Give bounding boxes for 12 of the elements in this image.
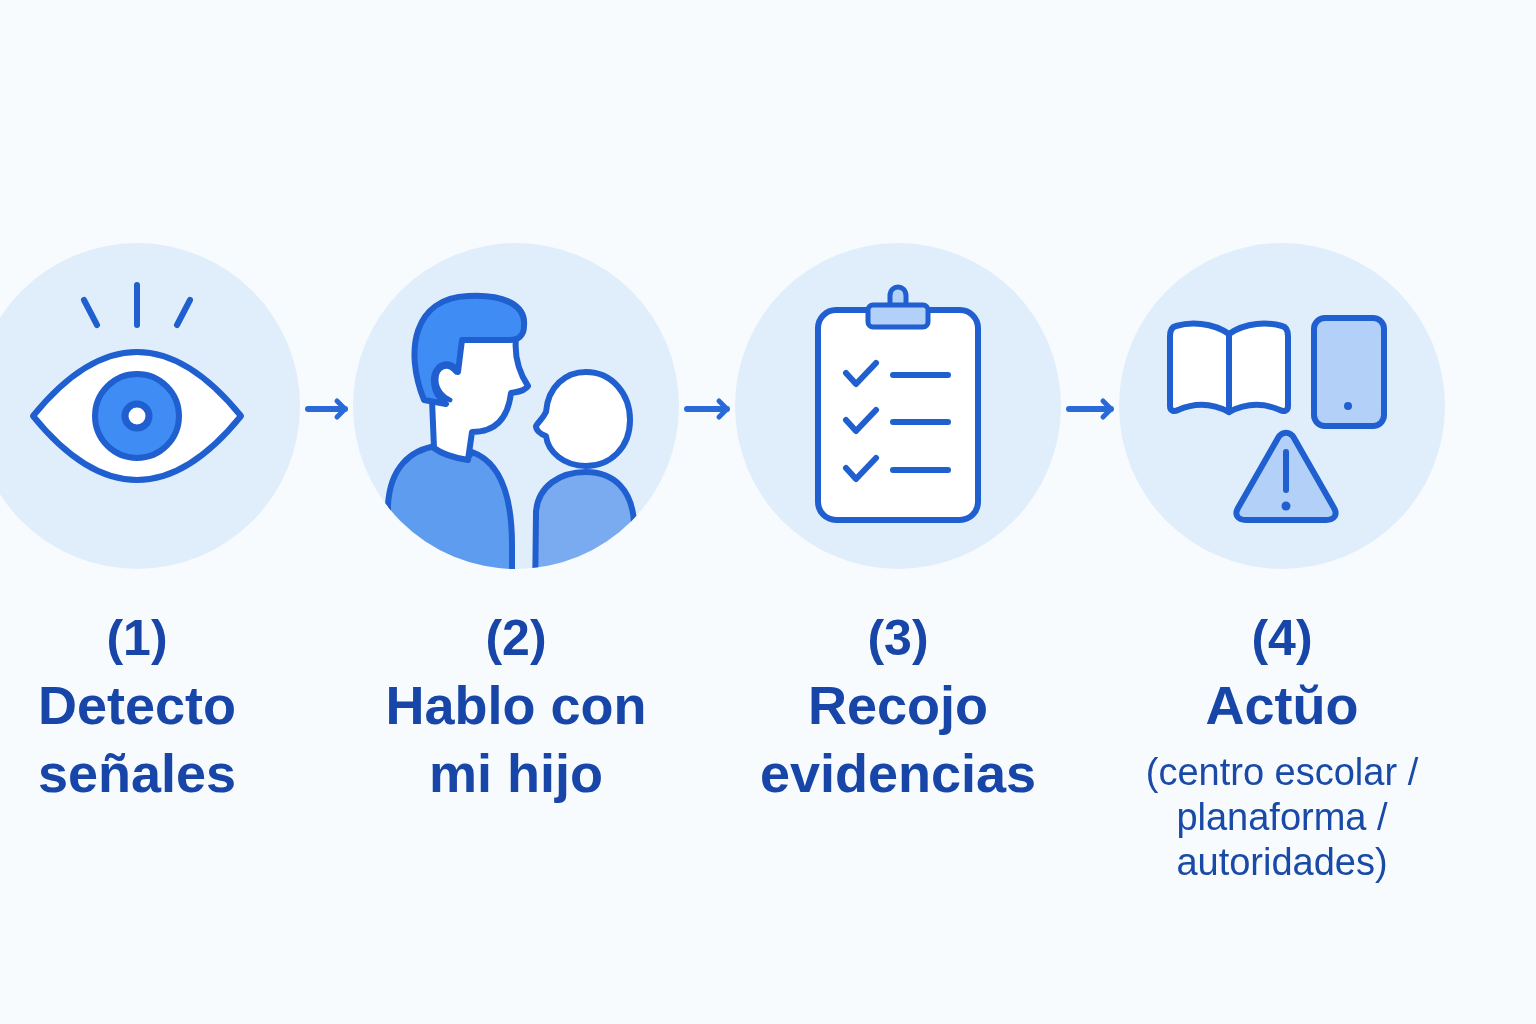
step-number: (4)	[1251, 609, 1313, 668]
arrow	[684, 398, 730, 420]
step-number: (3)	[867, 609, 929, 668]
step-description: (centro escolar / planaforma / autoridades)	[1144, 750, 1420, 885]
step-title: Actŭo	[1205, 674, 1359, 737]
arrow	[305, 398, 348, 420]
arrow	[1066, 398, 1114, 420]
step-title: Detecto señales	[36, 674, 238, 805]
step-title: Hablo con mi hijo	[384, 674, 648, 805]
step-title: Recojo evidencias	[758, 674, 1038, 805]
step-number: (2)	[485, 609, 547, 668]
step-number: (1)	[106, 609, 168, 668]
